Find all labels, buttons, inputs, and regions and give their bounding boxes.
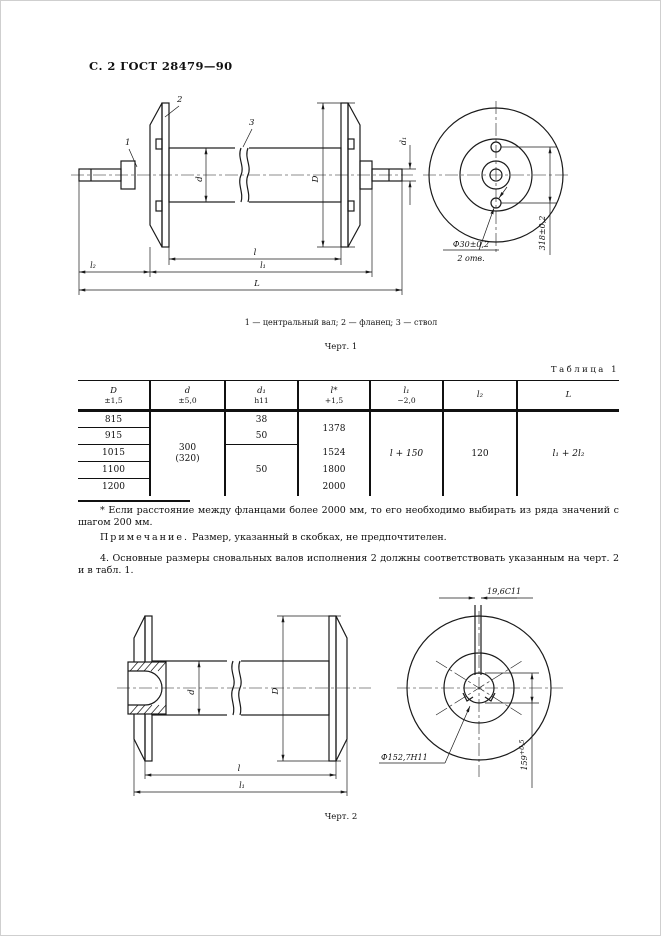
table-row: 1015 50 1524: [78, 444, 619, 496]
fig1-side-view: 1 2 3 d D d₁ l l₂ l₁: [71, 95, 416, 295]
table-row: 915 50: [78, 427, 619, 445]
fig1-caption: Черт. 1: [324, 342, 358, 352]
dim-label-l1: l₁: [260, 261, 266, 270]
hole-pitch-label: 318±0,2: [538, 216, 547, 251]
page-header: С. 2 ГОСТ 28479—90: [89, 59, 233, 73]
figure-1: 1 2 3 d D d₁ l l₂ l₁: [71, 95, 571, 295]
cell-d1-38: 38: [224, 410, 299, 428]
fig2-dim-label-l: l: [238, 764, 241, 774]
col-header-l2: l₂: [442, 380, 518, 412]
footnote-rule: [78, 500, 190, 502]
cell-D-815: 815: [78, 410, 151, 428]
fig2-dim-label-d: d: [187, 689, 197, 695]
fig2-dim-label-D: D: [271, 687, 281, 695]
cell-l-1800: 1800: [297, 461, 371, 479]
part-label-1: 1: [125, 138, 130, 148]
dim-label-d1: d₁: [399, 137, 408, 145]
hole-count-label: 2 отв.: [456, 254, 484, 263]
fig2-side-view: d D l l₁: [117, 615, 371, 796]
col-header-l1: l₁−2,0: [369, 380, 444, 412]
hub-height-label: 159+0,5: [518, 739, 529, 770]
cell-l-1524: 1524: [297, 444, 371, 462]
fig2-caption: Черт. 2: [324, 812, 358, 822]
cell-D-1200: 1200: [78, 478, 151, 496]
table-footnote: * Если расстояние между фланцами более 2…: [78, 505, 619, 528]
note-text: Размер, указанный в скобках, не предпочт…: [188, 532, 447, 543]
dim-label-l2: l₂: [90, 261, 96, 270]
dim-label-d: d: [195, 176, 205, 182]
cell-d1-50a: 50: [224, 427, 299, 445]
cell-D-915: 915: [78, 427, 151, 445]
part-label-3: 3: [249, 118, 254, 128]
cell-l-1378: 1378: [297, 410, 371, 445]
cell-L-formula: l₁ + 2l₂: [516, 410, 619, 496]
table-note: Примечание. Размер, указанный в скобках,…: [78, 532, 619, 544]
part-label-2: 2: [176, 95, 182, 105]
cell-D-1015: 1015: [78, 444, 151, 462]
dim-label-D: D: [311, 175, 321, 183]
fig1-front-view: 318±0,2 Ф30±0,2 2 отв.: [423, 101, 571, 263]
paragraph-4: 4. Основные размеры сновальных валов исп…: [78, 553, 619, 576]
col-header-L: L: [516, 380, 619, 412]
table-row: 815 300 (320) 38 1378 l + 150 120 l₁ + 2…: [78, 410, 619, 496]
figure-2: d D l l₁: [117, 587, 563, 796]
col-header-D: D±1,5: [78, 380, 151, 412]
dim-label-L: L: [253, 279, 260, 289]
slot-width-label: 19,6С11: [487, 587, 521, 596]
cell-l-2000: 2000: [297, 478, 371, 496]
cell-D-1100: 1100: [78, 461, 151, 479]
col-header-l: l*+1,5: [297, 380, 371, 412]
dim-label-l: l: [254, 248, 257, 258]
bore-dia-label: Ф152,7Н11: [381, 753, 428, 762]
cell-d1-50b: 50: [224, 444, 299, 496]
fig2-front-view: 19,6С11 Ф152,7Н11 159+0,5: [379, 587, 563, 788]
table-title: Таблица 1: [550, 365, 619, 375]
fig2-dim-label-l1: l₁: [239, 781, 245, 790]
col-header-d: d±5,0: [149, 380, 226, 412]
cell-d-value: 300 (320): [149, 410, 226, 496]
table-row: 1200 2000: [78, 478, 619, 496]
note-label: Примечание.: [100, 532, 189, 543]
fig1-legend: 1 — центральный вал; 2 — фланец; 3 — ств…: [244, 318, 438, 327]
hole-dia-label: Ф30±0,2: [453, 240, 489, 249]
cell-l1-formula: l + 150: [369, 410, 444, 496]
cell-l2-value: 120: [442, 410, 518, 496]
table-row: 1100 1800: [78, 461, 619, 479]
